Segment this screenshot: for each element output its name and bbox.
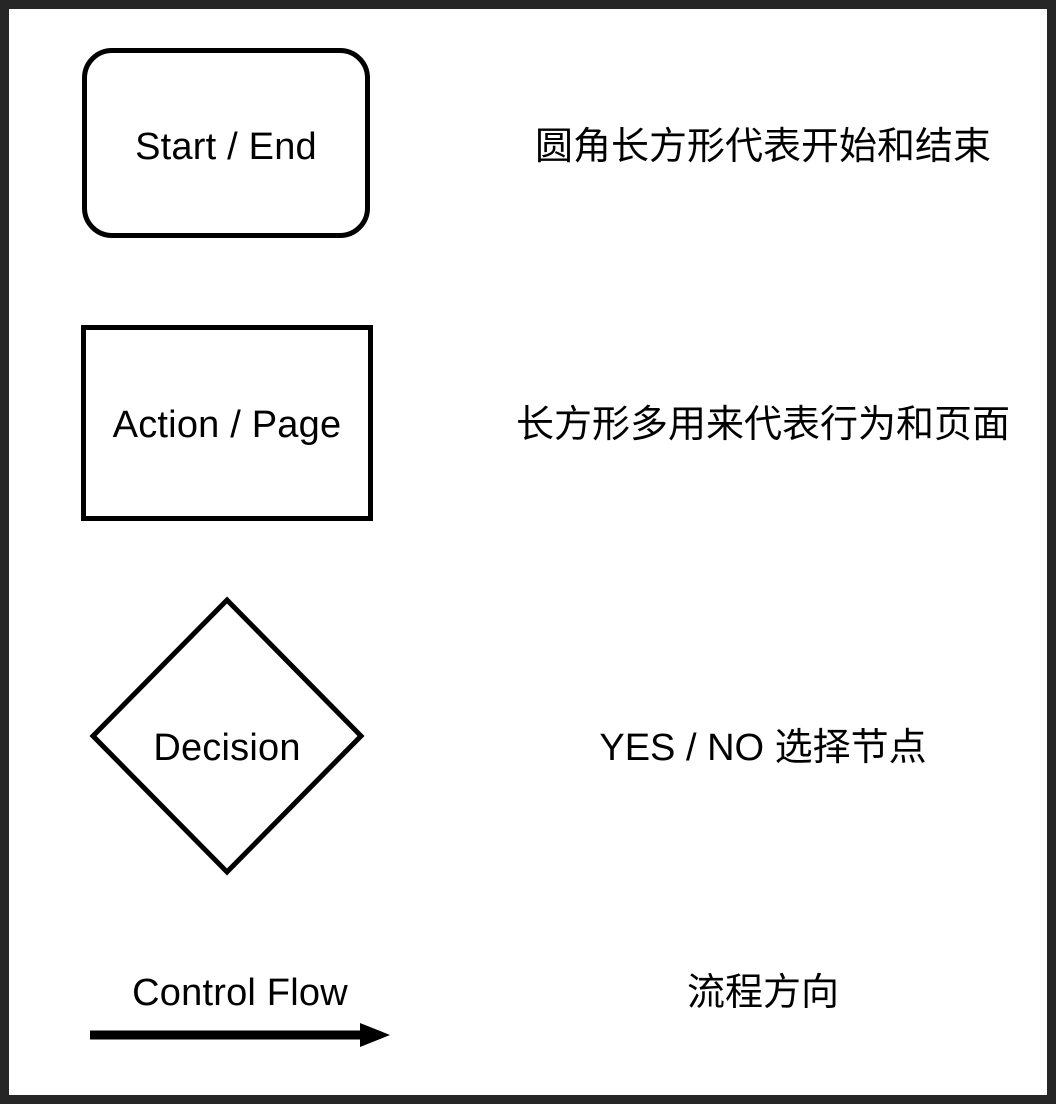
shape-label-control-flow: Control Flow [132,972,348,1014]
description-cell-control-flow: 流程方向 [479,914,1047,1095]
description-decision: YES / NO 选择节点 [599,727,927,769]
shape-label-decision: Decision [153,727,301,769]
description-cell-decision: YES / NO 选择节点 [479,574,1047,914]
legend-row-action-page: Action / Page 长方形多用来代表行为和页面 [9,299,1047,574]
description-start-end: 圆角长方形代表开始和结束 [534,126,991,168]
shape-label-start-end: Start / End [135,126,317,168]
diamond-shape [89,596,365,876]
shape-cell-decision: Decision [9,574,479,914]
shape-cell-control-flow: Control Flow [9,914,479,1095]
legend-row-start-end: Start / End 圆角长方形代表开始和结束 [9,9,1047,299]
rectangle-shape [81,325,373,521]
shape-cell-start-end: Start / End [9,9,479,299]
description-cell-start-end: 圆角长方形代表开始和结束 [479,9,1047,299]
flowchart-legend-canvas: Start / End 圆角长方形代表开始和结束 Action / Page 长… [9,9,1047,1095]
shape-label-action-page: Action / Page [112,404,342,446]
shape-cell-action-page: Action / Page [9,299,479,574]
legend-row-decision: Decision YES / NO 选择节点 [9,574,1047,914]
description-cell-action-page: 长方形多用来代表行为和页面 [479,299,1047,574]
rounded-rectangle-shape [82,48,370,238]
description-action-page: 长方形多用来代表行为和页面 [515,404,1010,446]
arrow-icon [90,1022,390,1048]
legend-row-control-flow: Control Flow 流程方向 [9,914,1047,1095]
description-control-flow: 流程方向 [686,972,839,1014]
